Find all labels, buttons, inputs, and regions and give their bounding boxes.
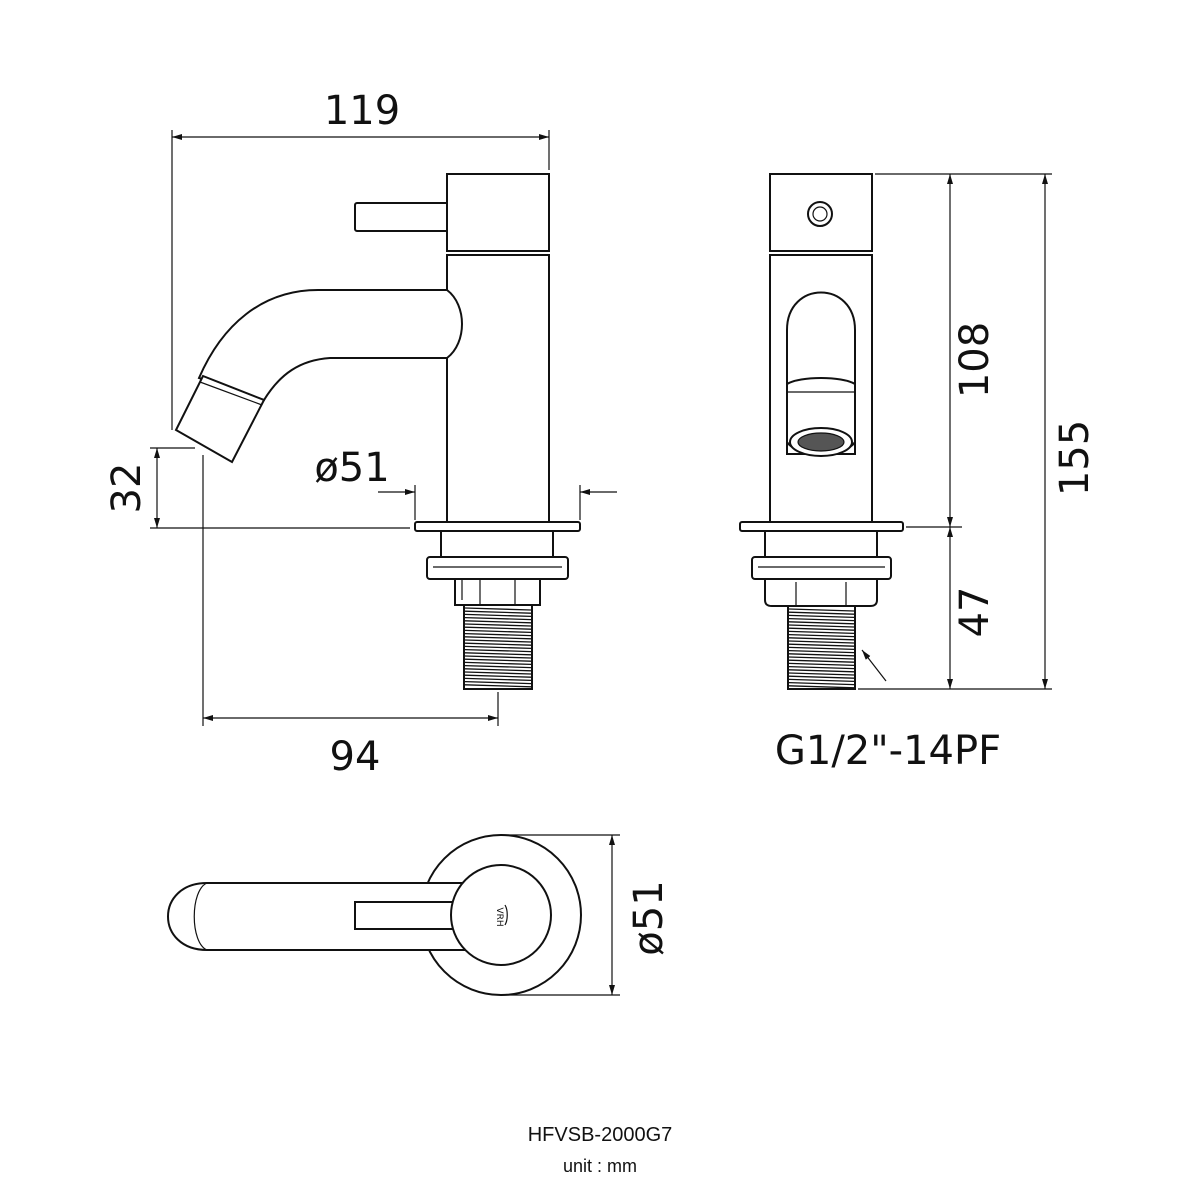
dim-top-diameter: ø51 (626, 880, 672, 955)
thread-line (788, 678, 855, 683)
thread-line (788, 649, 855, 654)
thread-line (464, 658, 532, 662)
thread-line (464, 652, 532, 656)
thread-line (464, 632, 532, 637)
side-sleeve (440, 530, 554, 558)
side-washer (426, 556, 569, 580)
thread-line (464, 607, 532, 611)
front-view (739, 173, 904, 690)
thread-line (464, 661, 532, 666)
front-handle-cap (769, 173, 873, 252)
side-handle-lever (354, 202, 451, 232)
dim-overall-width: 119 (324, 88, 400, 134)
dim-body-height: 108 (952, 322, 998, 398)
thread-line (788, 608, 855, 612)
top-handle-lever (354, 901, 458, 930)
thread-line (788, 656, 855, 660)
thread-line (788, 685, 855, 689)
thread-line (464, 626, 532, 630)
thread-line (464, 642, 532, 646)
thread-line (788, 633, 855, 638)
thread-line (788, 672, 855, 676)
side-handle-cap (446, 173, 550, 252)
top-logo-mark-icon (504, 904, 508, 926)
thread-line (464, 677, 532, 682)
thread-line (464, 668, 532, 672)
thread-line (788, 643, 855, 647)
thread-line (464, 616, 532, 621)
thread-line (464, 674, 532, 678)
dim-thread-spec: G1/2"-14PF (775, 728, 1001, 774)
thread-line (464, 671, 532, 675)
front-sleeve (764, 530, 878, 558)
side-view (174, 173, 581, 690)
dim-shank-length: 47 (952, 587, 998, 638)
side-body (446, 254, 550, 523)
thread-line (788, 630, 855, 635)
top-handle-cap (450, 864, 552, 966)
thread-line (788, 611, 855, 615)
dim-spout-height: 32 (104, 463, 150, 514)
top-spout (167, 882, 467, 951)
top-dimensions: ø51 (501, 834, 672, 996)
dim-total-height: 155 (1052, 420, 1098, 496)
thread-line (464, 636, 532, 640)
side-dimensions: 119 ø51 32 94 (104, 88, 617, 780)
thread-line (788, 614, 855, 619)
side-thread-lines (464, 607, 532, 688)
unit-label: unit : mm (562, 1156, 637, 1176)
thread-line (788, 665, 855, 670)
thread-line (464, 645, 532, 650)
side-spout (197, 289, 463, 402)
thread-line (788, 627, 855, 631)
front-washer (751, 556, 892, 580)
thread-line (464, 684, 532, 688)
top-logo: VRH (494, 907, 504, 926)
thread-line (788, 624, 855, 628)
front-indicator-ring (807, 201, 833, 227)
thread-line (464, 629, 532, 634)
thread-line (788, 659, 855, 663)
model-number: HFVSB-2000G7 (527, 1124, 673, 1146)
top-view: VRH (167, 834, 582, 996)
thread-line (464, 664, 532, 669)
thread-line (788, 617, 855, 622)
thread-line (464, 680, 532, 685)
thread-line (788, 669, 855, 673)
side-nut (454, 578, 541, 606)
thread-line (788, 621, 855, 625)
thread-line (464, 639, 532, 643)
thread-line (788, 662, 855, 667)
thread-line (788, 653, 855, 657)
thread-line (464, 620, 532, 624)
thread-line (788, 675, 855, 679)
thread-line (464, 655, 532, 659)
thread-line (464, 610, 532, 614)
side-base-plate (414, 521, 581, 532)
thread-line (788, 646, 855, 651)
dim-reach: 94 (330, 734, 381, 780)
thread-line (788, 637, 855, 641)
front-base-plate (739, 521, 904, 532)
thread-line (464, 613, 532, 618)
front-nut (764, 578, 878, 607)
front-thread-lines (788, 608, 855, 689)
thread-line (464, 623, 532, 627)
thread-line (788, 681, 855, 686)
front-dimensions: 108 47 155 G1/2"-14PF (775, 173, 1098, 774)
dim-base-diameter-side: ø51 (314, 445, 389, 491)
thread-line (788, 640, 855, 644)
thread-line (464, 648, 532, 653)
